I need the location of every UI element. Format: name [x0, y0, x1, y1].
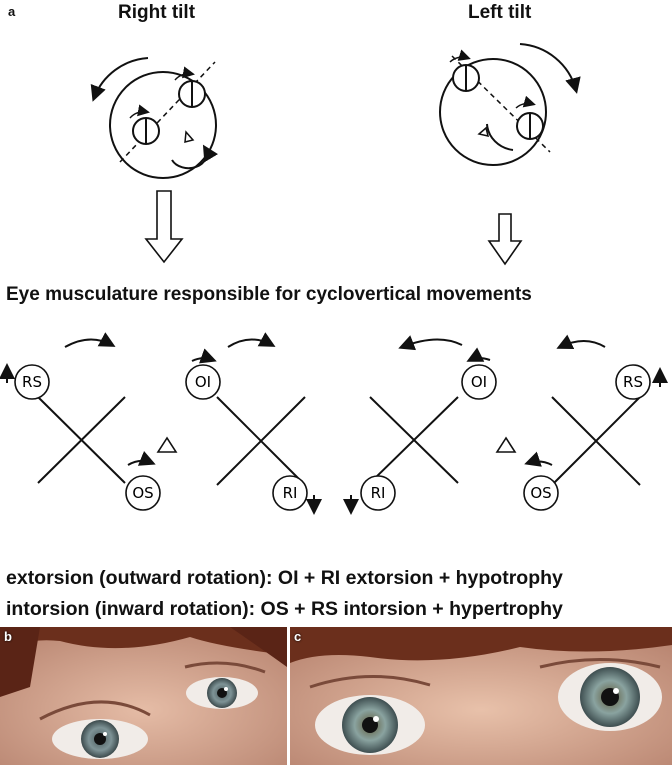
nose-icon: [477, 126, 490, 137]
muscle-os-circle: [125, 475, 161, 511]
rotation-arrow: [556, 334, 606, 350]
left-tilt-head-diagram: [439, 43, 581, 166]
panel-label-a: a: [8, 4, 16, 19]
muscle-rs-label: RS: [22, 373, 42, 391]
muscle-ri-label: RI: [371, 484, 386, 502]
left-tilt-left-eye-muscles: RS OS: [523, 334, 668, 511]
face-photo-c: [290, 627, 672, 765]
muscle-oi-label: OI: [471, 373, 487, 391]
muscle-ri-label: RI: [283, 484, 298, 502]
right-tilt-right-eye-muscles: RS OS: [0, 332, 161, 511]
right-tilt-title: Right tilt: [118, 2, 196, 23]
rotation-arrow: [64, 332, 116, 348]
nose-icon: [184, 130, 195, 143]
right-tilt-head-diagram: [90, 57, 219, 179]
muscle-oi-label: OI: [195, 373, 211, 391]
panel-label-c: c: [294, 629, 302, 644]
rotation-arrow: [227, 332, 276, 348]
mouth-icon: [486, 123, 514, 151]
down-arrow-icon: [144, 190, 184, 264]
left-tilt-title: Left tilt: [468, 2, 532, 23]
rotation-arrow: [398, 335, 463, 351]
down-arrow-icon: [487, 213, 523, 266]
muscle-rs-circle: [14, 364, 50, 400]
left-tilt-right-eye-muscles: OI RI: [343, 335, 497, 515]
right-tilt-left-eye-muscles: OI RI: [185, 332, 322, 515]
nose-icon: [156, 436, 178, 453]
muscle-diagrams: RS OS OI RI OI RI RS: [0, 332, 668, 515]
rotation-arrow: [519, 43, 581, 94]
muscle-oi-circle: [461, 364, 497, 400]
muscle-rs-label: RS: [623, 373, 643, 391]
muscle-oi-circle: [185, 364, 221, 400]
muscle-rs-circle: [615, 364, 651, 400]
face-photo-b: [0, 627, 287, 765]
muscle-ri-circle: [272, 475, 308, 511]
muscle-ri-circle: [360, 475, 396, 511]
panel-label-b: b: [4, 629, 12, 644]
photo-b: b: [0, 627, 287, 765]
intorsion-caption: intorsion (inward rotation): OS + RS int…: [6, 598, 563, 620]
nose-icon: [495, 436, 517, 453]
muscle-os-label: OS: [132, 484, 153, 502]
muscle-os-label: OS: [530, 484, 551, 502]
extorsion-caption: extorsion (outward rotation): OI + RI ex…: [6, 567, 563, 589]
musculature-heading: Eye musculature responsible for cyclover…: [6, 284, 532, 305]
rotation-arrow: [90, 57, 149, 102]
photo-c: c: [290, 627, 672, 765]
tilt-diagrams: [90, 43, 581, 266]
muscle-os-circle: [523, 475, 559, 511]
mouth-icon: [171, 144, 219, 170]
